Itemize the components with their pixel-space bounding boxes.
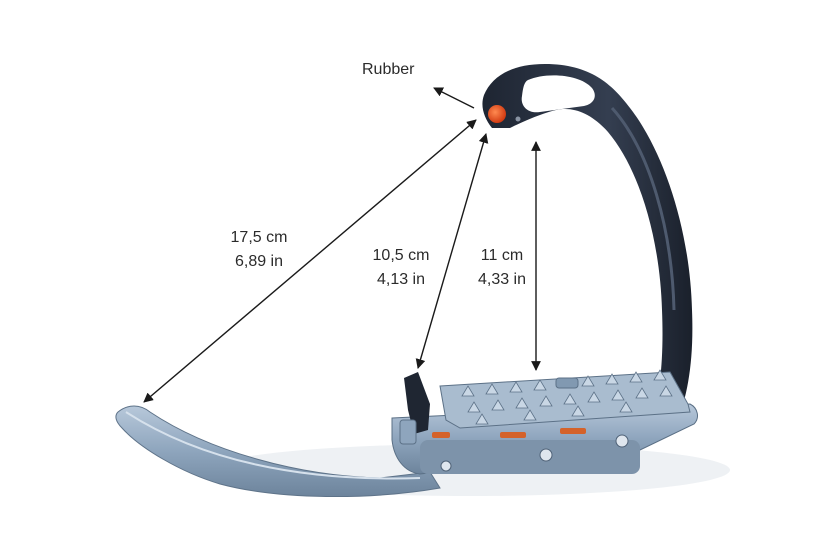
diagonal-measure-label: 17,5 cm 6,89 in [222,226,296,274]
rubber-accent [500,432,526,438]
vertical-measure-label: 11 cm 4,33 in [470,244,534,292]
middle-in: 4,13 in [376,271,426,288]
middle-cm: 10,5 cm [372,247,430,264]
hinge-arm-edge [125,411,421,480]
arm-highlight [610,106,676,311]
rubber-accent [560,428,586,434]
arm-slot [521,75,595,113]
diagonal-in: 6,89 in [234,253,284,270]
tread-studs [461,369,673,425]
rubber-pointer-arrow [433,87,475,109]
base-side [420,440,640,474]
bolt-icon [615,434,629,448]
tread-plate [439,371,691,429]
screw-icon [515,116,521,122]
rubber-accent [432,432,450,438]
vertical-in: 4,33 in [477,271,527,288]
hinge-arm [115,405,441,498]
measure-arrow-middle [415,133,489,369]
vertical-cm: 11 cm [480,247,524,264]
stirrup-arm [482,64,693,432]
bolt-icon [440,460,452,472]
rubber-button-icon [488,105,506,123]
middle-measure-label: 10,5 cm 4,13 in [364,244,438,292]
rubber-label: Rubber [362,58,414,82]
rubber-label-text: Rubber [362,61,415,78]
tread-slot [555,377,579,389]
bolt-icon [539,448,553,462]
latch-clip [399,419,417,445]
diagonal-cm: 17,5 cm [230,229,288,246]
